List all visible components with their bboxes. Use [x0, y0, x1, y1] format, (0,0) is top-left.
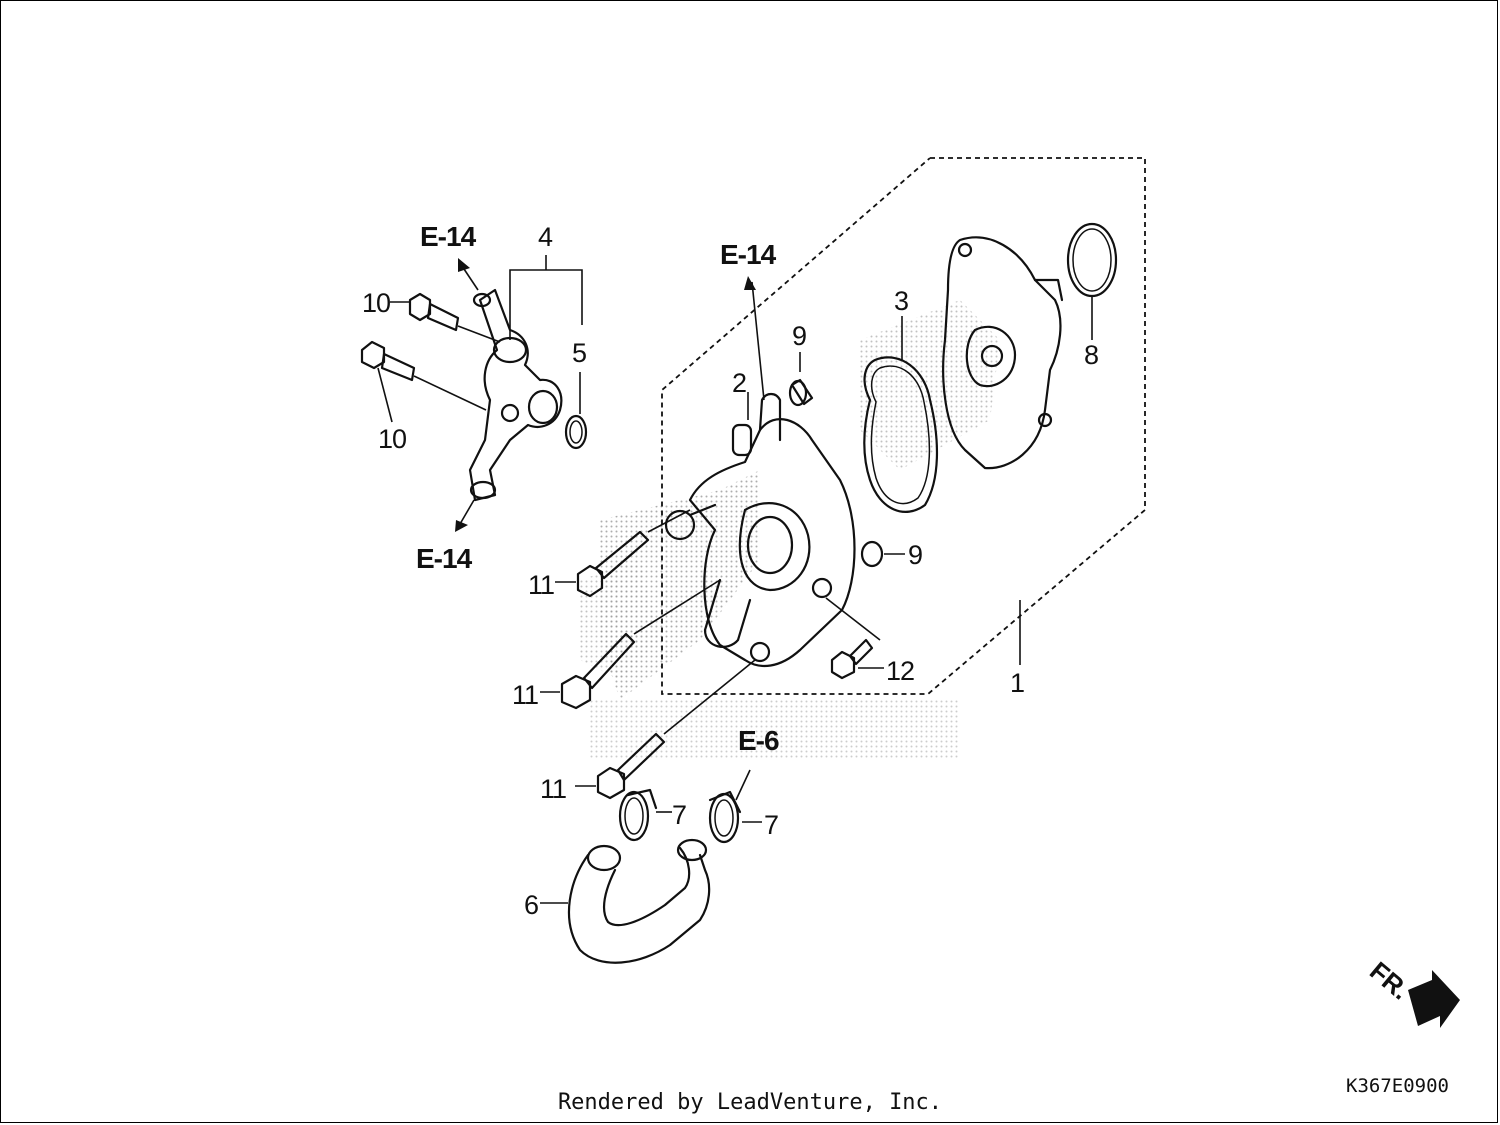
water-pump-body [664, 276, 856, 667]
callout-7-left: 7 [672, 800, 686, 830]
gasket [863, 316, 939, 513]
dowel-pin-lower [860, 540, 905, 568]
callout-10-lower: 10 [378, 424, 406, 454]
callout-11-bottom: 11 [540, 774, 566, 804]
bolt-10-upper [390, 292, 501, 343]
callout-9-lower: 9 [908, 540, 922, 570]
pump-cover [942, 236, 1064, 470]
ref-e14-center: E-14 [720, 239, 777, 270]
bolt-12 [825, 597, 884, 680]
dowel-pin-upper [788, 352, 814, 407]
ref-e6: E-6 [738, 725, 779, 756]
callout-9-upper: 9 [792, 321, 806, 351]
callout-1: 1 [1010, 668, 1024, 698]
bolt-11-top [555, 509, 691, 598]
o-ring-small [564, 372, 588, 450]
callout-8: 8 [1084, 340, 1098, 370]
ref-e14-bottom-left: E-14 [416, 543, 473, 574]
water-hose [540, 838, 711, 964]
front-direction-arrow-icon [1408, 970, 1460, 1028]
bolt-11-bottom [575, 659, 756, 800]
bolt-11-middle [540, 579, 721, 710]
callout-5: 5 [572, 338, 586, 368]
callout-11-middle: 11 [512, 680, 538, 710]
hose-clamp-left [618, 788, 672, 842]
callout-11-top: 11 [528, 570, 554, 600]
callout-12: 12 [886, 656, 914, 686]
o-ring-large [1066, 222, 1118, 340]
callout-7-right: 7 [764, 810, 778, 840]
drawing-code: K367E0900 [1346, 1075, 1449, 1097]
callout-2: 2 [732, 368, 746, 398]
stipple-shading [580, 300, 1000, 760]
footer-credit: Rendered by LeadVenture, Inc. [557, 1090, 943, 1115]
callout-6: 6 [524, 890, 538, 920]
callout-4: 4 [538, 222, 553, 252]
assembly-boundary [661, 157, 1146, 695]
bolt-10-lower [360, 340, 487, 423]
callout-3: 3 [894, 286, 908, 316]
callout-10-upper: 10 [362, 288, 390, 318]
ref-e14-top-left: E-14 [420, 221, 477, 252]
hose-clamp-right [708, 769, 762, 844]
front-indicator-label: FR. [1364, 956, 1415, 1006]
water-joint [455, 255, 583, 532]
